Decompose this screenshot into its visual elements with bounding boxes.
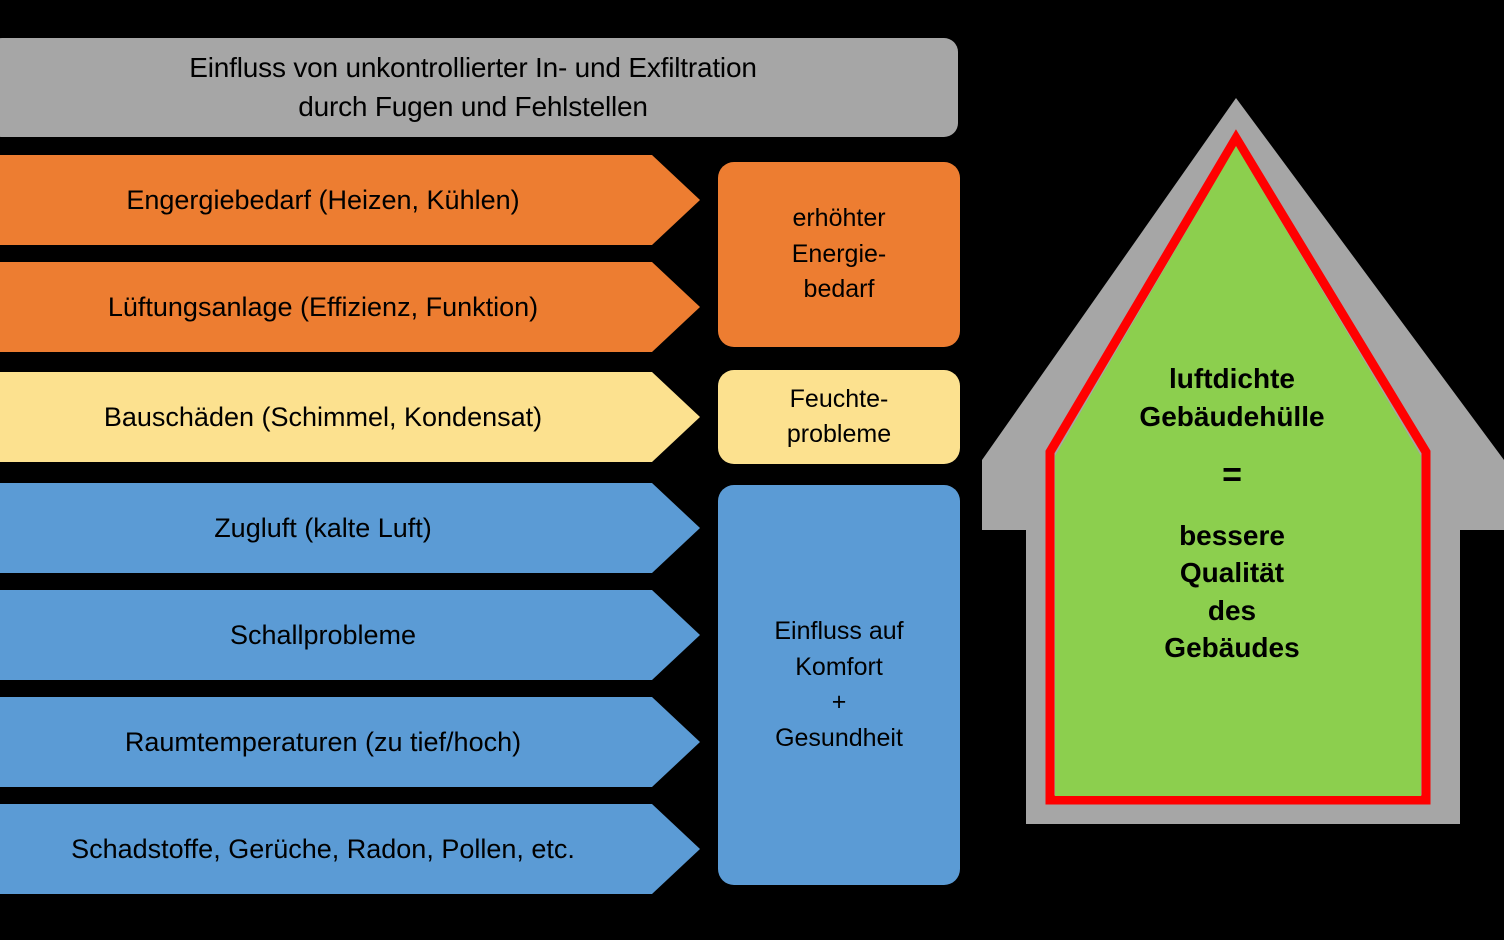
header-line-2: durch Fugen und Fehlstellen: [298, 90, 648, 122]
group-line: erhöhter: [792, 204, 886, 233]
arrow-zugluft[interactable]: Zugluft (kalte Luft): [0, 483, 700, 573]
arrow-schadstoffe[interactable]: Schadstoffe, Gerüche, Radon, Pollen, etc…: [0, 804, 700, 894]
arrow-schallprobleme[interactable]: Schallprobleme: [0, 590, 700, 680]
house-red-envelope: [1045, 129, 1431, 805]
group-line: bedarf: [803, 275, 875, 304]
group-box-komfort-gesundheit[interactable]: Einfluss auf Komfort + Gesundheit: [718, 485, 960, 885]
arrow-label: Schallprobleme: [229, 619, 417, 650]
arrow-label: Lüftungsanlage (Effizienz, Funktion): [107, 291, 539, 322]
header-text-block: Einfluss von unkontrollierter In- und Ex…: [189, 49, 757, 126]
group-text-block: Feuchte- probleme: [787, 382, 891, 453]
group-line: Feuchte-: [789, 384, 889, 413]
group-line: probleme: [786, 420, 892, 448]
arrow-label: Raumtemperaturen (zu tief/hoch): [124, 726, 522, 757]
group-box-erhoehter-energiebedarf[interactable]: erhöhter Energie- bedarf: [718, 162, 960, 347]
arrow-bauschaeden[interactable]: Bauschäden (Schimmel, Kondensat): [0, 372, 700, 462]
arrow-label: Bauschäden (Schimmel, Kondensat): [103, 401, 543, 432]
group-line: Gesundheit: [775, 723, 903, 752]
arrow-label: Zugluft (kalte Luft): [214, 512, 432, 543]
arrow-label: Engergiebedarf (Heizen, Kühlen): [126, 184, 520, 215]
house-green-fill: [1055, 146, 1421, 796]
group-line: Komfort: [795, 652, 883, 681]
group-line: +: [831, 688, 847, 716]
house-graphic: luftdichte Gebäudehülle = bessere Qualit…: [960, 60, 1504, 850]
group-box-feuchteprobleme[interactable]: Feuchte- probleme: [718, 370, 960, 464]
group-line: Einfluss auf: [774, 617, 904, 645]
group-line: Energie-: [791, 239, 887, 268]
group-text-block: erhöhter Energie- bedarf: [792, 201, 887, 308]
arrow-lueftungsanlage[interactable]: Lüftungsanlage (Effizienz, Funktion): [0, 262, 700, 352]
header-line-1: Einfluss von unkontrollierter In- und Ex…: [189, 51, 757, 83]
arrow-energiebedarf[interactable]: Engergiebedarf (Heizen, Kühlen): [0, 155, 700, 245]
arrow-raumtemperaturen[interactable]: Raumtemperaturen (zu tief/hoch): [0, 697, 700, 787]
arrow-label: Schadstoffe, Gerüche, Radon, Pollen, etc…: [71, 833, 575, 864]
group-text-block: Einfluss auf Komfort + Gesundheit: [774, 614, 903, 756]
header-banner: Einfluss von unkontrollierter In- und Ex…: [0, 38, 958, 137]
